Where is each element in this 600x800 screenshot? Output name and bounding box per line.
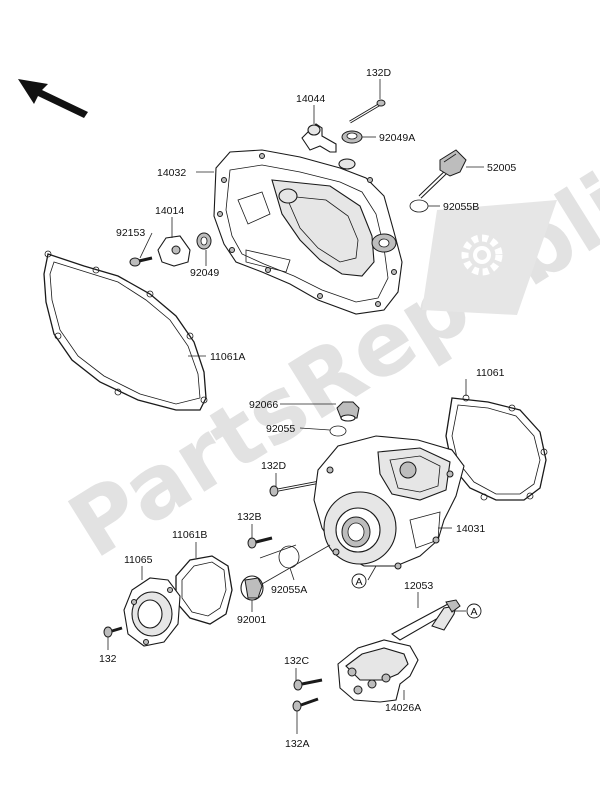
label-92049: 92049 [190,267,219,279]
clutch-cover-14031 [313,435,465,570]
oring-92055b [409,199,429,213]
crankcase-cover-14032 [213,149,403,315]
oring-92055 [329,425,347,437]
cap-92001 [240,575,264,601]
label-92001: 92001 [237,614,266,626]
rod-12053 [390,599,461,641]
ref-circle-a-2 [466,603,482,619]
label-132: 132 [99,653,117,665]
seal-92049 [196,232,212,250]
label-11061a: 11061A [210,351,245,363]
bolt-132d-lower [269,480,321,497]
label-12053: 12053 [404,580,433,592]
label-132d-lower: 132D [261,460,287,472]
bracket-14044 [301,123,337,153]
bolt-132c [293,678,323,691]
label-14014: 14014 [155,205,184,217]
seal-92049a [341,130,363,144]
label-92055a: 92055A [271,584,307,596]
label-132c: 132C [284,655,310,667]
label-14031: 14031 [456,523,485,535]
label-11061: 11061 [476,367,505,379]
label-92055b: 92055B [443,201,479,213]
ref-label-a-1: A [355,576,362,588]
bolt-132b [247,536,273,549]
label-92049a: 92049A [379,132,415,144]
label-52005: 52005 [487,162,516,174]
bolt-132a [292,697,319,712]
ref-label-a-2: A [470,606,477,618]
part-labels: 132D 14044 92049A 14032 52005 14014 9205… [99,67,516,750]
label-92153: 92153 [116,227,145,239]
gasket-11061b [175,555,233,625]
bolt-132 [103,626,123,638]
bolt-132d-top [349,99,386,124]
reference-markers: A A [351,573,482,619]
label-132a: 132A [285,738,310,750]
bolt-92153 [129,256,153,267]
label-11065: 11065 [124,554,153,566]
ref-circle-a-1 [351,573,367,589]
gasket-11061 [445,394,548,501]
gasket-11061a [43,250,208,411]
label-92055: 92055 [266,423,295,435]
oring-92055a [278,545,300,569]
label-132d-top: 132D [366,67,392,79]
label-14044: 14044 [296,93,325,105]
direction-arrow-icon [18,79,88,118]
gear-icon [422,200,557,315]
label-11061b: 11061B [172,529,207,541]
plate-14014 [157,235,191,267]
label-14026a: 14026A [385,702,421,714]
cover-11065 [123,577,181,647]
leader-lines [107,79,484,734]
bracket-14026a [337,639,419,703]
label-92066: 92066 [249,399,278,411]
label-132b: 132B [237,511,262,523]
dipstick-52005 [418,149,467,199]
plug-92066 [336,401,360,422]
label-14032: 14032 [157,167,186,179]
